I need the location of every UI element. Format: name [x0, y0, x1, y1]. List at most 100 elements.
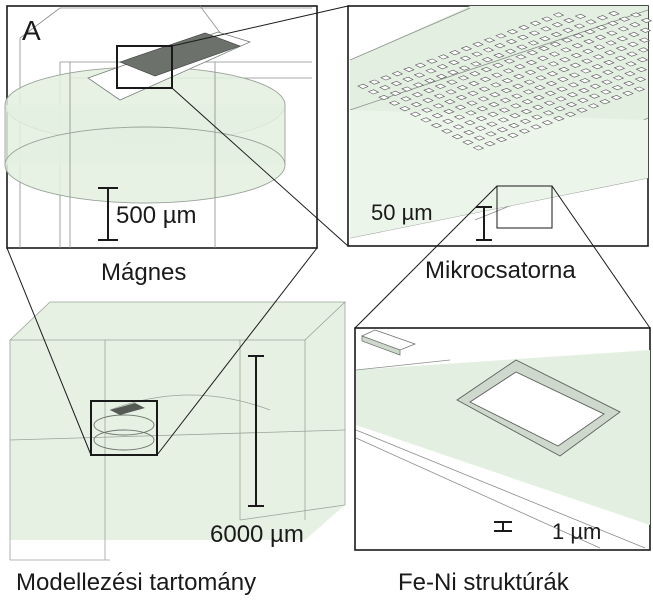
fe-ni-square — [537, 55, 549, 61]
fe-ni-square — [499, 97, 512, 103]
fe-ni-square — [578, 87, 590, 94]
fe-ni-square — [545, 80, 558, 87]
domain-panel: 6000 µm — [8, 301, 347, 561]
fe-ni-square — [541, 120, 554, 126]
caption-microchannel: Mikrocsatorna — [425, 257, 576, 284]
fe-ni-square — [401, 86, 413, 92]
fe-ni-square — [617, 26, 630, 32]
fe-ni-square — [380, 75, 392, 81]
zoom-connectors-right — [354, 185, 651, 329]
fe-ni-square — [497, 117, 510, 123]
magnet-scale-bar — [98, 187, 118, 241]
zoom-connectors-left — [6, 247, 318, 456]
fe-ni-square — [618, 16, 631, 22]
fe-ni-square — [426, 58, 438, 64]
fe-ni-square — [595, 24, 608, 31]
fe-ni-square — [493, 52, 505, 59]
fe-ni-square — [571, 43, 584, 49]
fe-ni-square — [444, 99, 456, 105]
fe-ni-square — [639, 27, 652, 33]
fe-ni-square — [636, 57, 649, 63]
fe-ni-square — [502, 68, 515, 74]
fe-ni-square — [539, 36, 551, 42]
fe-ni-square — [623, 80, 635, 87]
fe-ni-square — [626, 51, 638, 57]
fe-ni-square — [524, 69, 537, 75]
fe-ni-square — [508, 122, 520, 129]
fe-ni-square — [610, 94, 623, 101]
microchannel-zoom-box — [496, 185, 553, 229]
fe-ni-square — [640, 17, 653, 24]
fe-ni-square — [495, 33, 507, 39]
fe-ni-square — [565, 101, 578, 108]
magnet-scale-label: 500 µm — [116, 202, 197, 229]
fe-ni-square — [511, 93, 523, 99]
caption-magnet: Mágnes — [101, 259, 186, 286]
fe-ni-square — [469, 71, 481, 77]
fe-ni-square — [611, 85, 624, 91]
fe-ni-square — [600, 89, 612, 95]
fe-ni-square — [492, 62, 504, 68]
fe-ni-square — [378, 94, 390, 101]
fe-ni-square — [613, 65, 626, 71]
fe-ni-square — [629, 22, 641, 28]
fe-ni-square — [517, 34, 529, 40]
fe-ni-square — [526, 50, 539, 56]
fe-ni-square — [478, 86, 491, 92]
fe-ni-square — [467, 90, 479, 96]
fe-ni-square — [624, 71, 636, 77]
fe-ni-square — [606, 30, 618, 36]
fe-ni-square — [453, 114, 466, 120]
fe-ni-square — [454, 104, 467, 110]
fe-ni-square — [479, 76, 492, 82]
fe-ni-square — [432, 103, 445, 109]
fe-ni-square — [473, 135, 486, 141]
microchannel-scale-label: 50 µm — [371, 200, 433, 225]
chip-dot-array — [119, 32, 241, 77]
magnet-panel: 500 µm A — [4, 5, 318, 249]
fe-ni-square — [485, 131, 497, 137]
fe-ni-square — [584, 29, 596, 35]
fe-ni-square — [615, 45, 628, 52]
fe-ni-square — [540, 26, 552, 32]
fe-ni-square — [484, 141, 496, 147]
fe-ni-square — [542, 110, 555, 116]
fe-ni-square — [420, 117, 432, 123]
fe-ni-square — [603, 59, 615, 66]
fe-ni-square — [589, 83, 602, 89]
fe-ni-square — [434, 83, 447, 89]
fe-ni-square — [628, 31, 640, 38]
fe-ni-square — [494, 43, 506, 49]
fe-ni-square — [622, 90, 634, 96]
fe-ni-square — [487, 111, 499, 117]
fe-ni-square — [379, 85, 391, 91]
fe-ni-square — [445, 89, 457, 95]
fe-ni-square — [590, 73, 603, 80]
fe-ni-square — [412, 82, 425, 88]
fe-ni-square — [451, 134, 464, 140]
fe-ni-square — [433, 93, 446, 99]
fe-ni-square — [462, 139, 474, 145]
fe-ni-square — [592, 54, 605, 60]
fe-ni-square — [510, 103, 522, 109]
fe-ni-square — [442, 118, 454, 124]
fe-ni-square — [503, 58, 516, 64]
fe-ni-square — [546, 71, 559, 77]
fe-ni-square — [538, 45, 550, 52]
fe-ni-square — [574, 13, 587, 19]
fe-ni-square — [490, 82, 502, 88]
fe-ni-square — [557, 76, 569, 82]
fe-ni-square — [446, 79, 458, 85]
fe-ni-square — [491, 72, 503, 78]
fe-ni-square — [572, 33, 585, 39]
fe-ni-square — [536, 65, 548, 71]
fe-ni-square — [460, 45, 473, 52]
fe-ni-square — [591, 64, 604, 70]
fe-ni-square — [367, 89, 380, 95]
fe-ni-square — [414, 62, 427, 68]
fe-ni-square — [489, 92, 501, 98]
fe-ni-square — [509, 113, 521, 119]
fe-ni-square — [482, 47, 495, 53]
fe-ni-square — [481, 57, 494, 63]
fe-ni-square — [561, 37, 573, 43]
